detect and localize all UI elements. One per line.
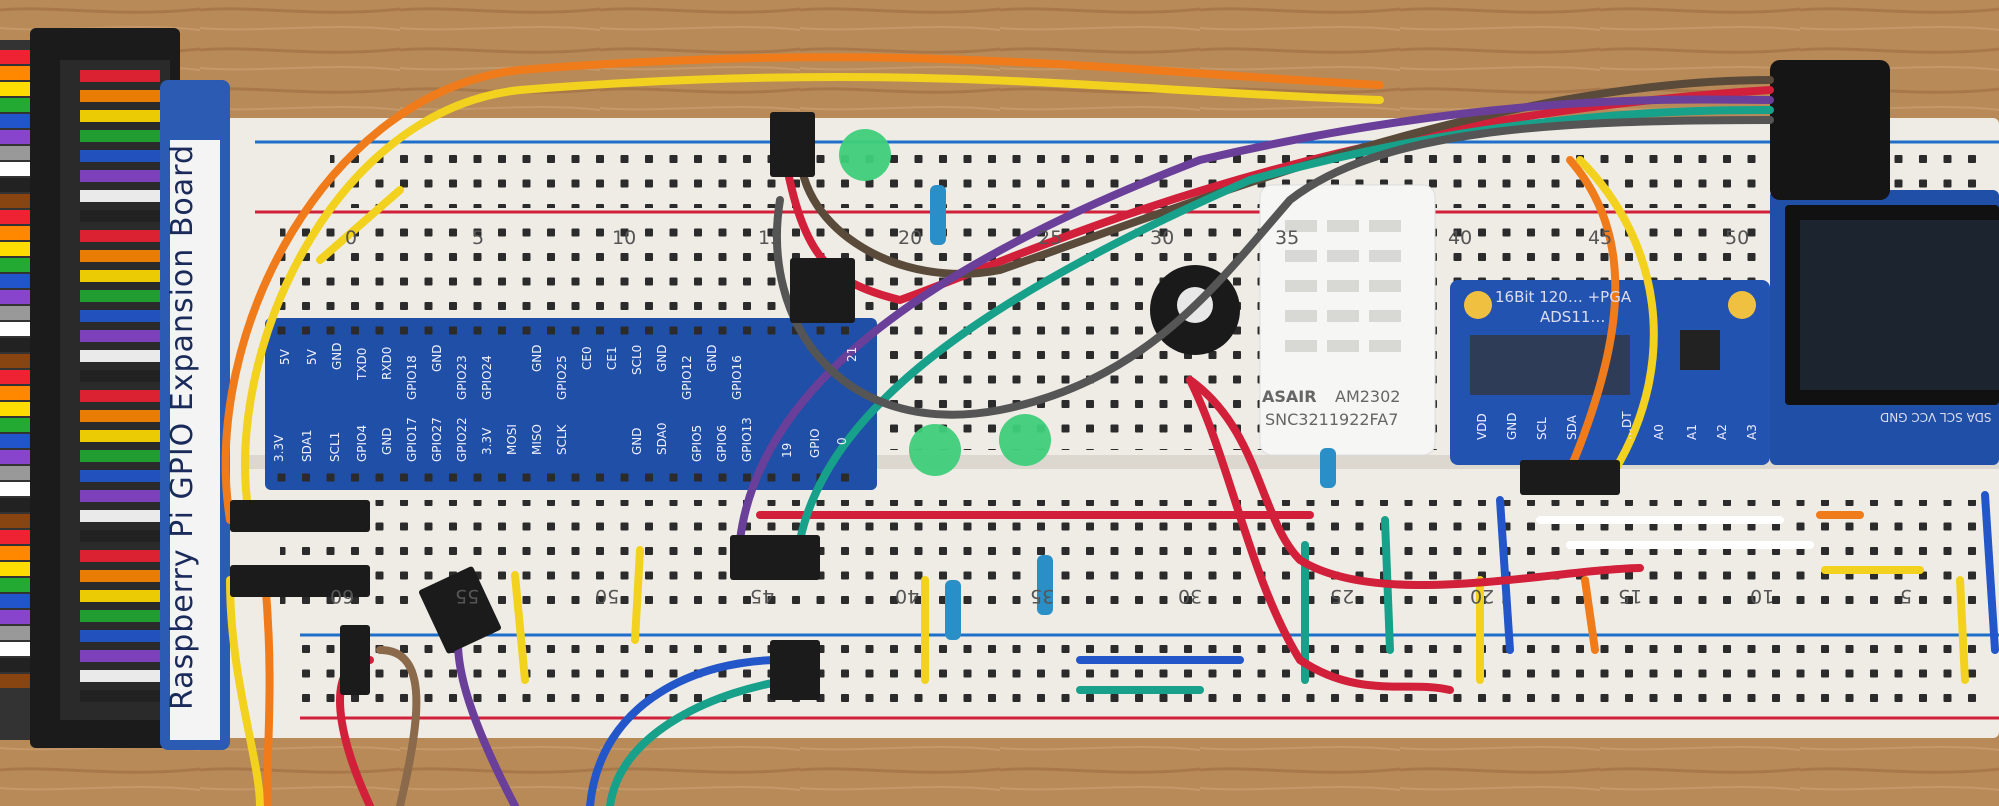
column-number: 25 — [1330, 585, 1355, 607]
adc-pin: A1 — [1685, 424, 1699, 440]
column-number: 15 — [1618, 585, 1643, 607]
column-number: 35 — [1275, 227, 1300, 249]
adc-line1: 16Bit 120… +PGA — [1495, 288, 1632, 306]
sensor-serial: SNC3211922FA7 — [1265, 410, 1399, 429]
pin-label: 3.3V — [480, 427, 494, 455]
pin-label: GPIO22 — [455, 417, 469, 462]
pin-label: SCL0 — [630, 344, 644, 375]
pin-label: 5V — [278, 349, 292, 365]
column-number: 5 — [1900, 585, 1913, 607]
oled-pin-labels: SDA SCL VCC GND — [1880, 410, 1992, 424]
pin-label: GPIO18 — [405, 355, 419, 400]
pin-label: RXD0 — [380, 346, 394, 380]
column-number: 55 — [455, 585, 480, 607]
gpio-header-pcb — [265, 318, 877, 490]
pin-label: GPIO24 — [480, 355, 494, 400]
column-number: 40 — [1448, 227, 1473, 249]
sensor-model: AM2302 — [1335, 387, 1401, 406]
column-number: 45 — [750, 585, 775, 607]
expansion-board-title: Raspberry Pi GPIO Expansion Board — [165, 144, 200, 710]
pin-label: TXD0 — [355, 347, 369, 380]
pin-label: SDA1 — [300, 429, 314, 463]
pin-label: 19 — [780, 442, 794, 458]
column-number: 20 — [1470, 585, 1495, 607]
pin-label: 3.3V — [272, 434, 286, 462]
adc-line2: ADS11… — [1540, 308, 1606, 326]
column-number: 20 — [898, 227, 923, 249]
pin-label: GND — [530, 344, 544, 372]
column-number: 15 — [758, 227, 783, 249]
pin-label: GND — [330, 342, 344, 370]
gpio-header-pins-top — [270, 325, 860, 350]
pin-label: GPIO4 — [355, 424, 369, 462]
jumper-wires — [316, 186, 1999, 694]
dht-grille — [1285, 220, 1401, 352]
pin-label: GND — [655, 344, 669, 372]
adc-pin: GND — [1505, 412, 1519, 440]
column-number: 50 — [1725, 227, 1750, 249]
column-number: 50 — [595, 585, 620, 607]
pin-label: 21 — [845, 346, 859, 362]
pin-label: GPIO23 — [455, 355, 469, 400]
cable-clip — [1770, 60, 1890, 200]
pin-label: GPIO17 — [405, 417, 419, 462]
column-number: 10 — [1750, 585, 1775, 607]
gpio-header-pins-bottom — [270, 465, 860, 487]
pin-label: GPIO — [808, 428, 822, 458]
column-number: 25 — [1038, 227, 1063, 249]
column-number: 35 — [1030, 585, 1055, 607]
pin-label: MOSI — [505, 424, 519, 455]
pin-label: GND — [630, 427, 644, 455]
adc-pin: VDD — [1475, 413, 1489, 440]
column-number: 5 — [472, 227, 485, 249]
pin-label: GPIO13 — [740, 417, 754, 462]
sensor-brand: ASAIR — [1262, 387, 1317, 406]
rail-holes-bottom — [300, 645, 1990, 710]
pin-label: GPIO25 — [555, 355, 569, 400]
column-number: 60 — [330, 585, 355, 607]
pin-label: GPIO6 — [715, 424, 729, 462]
pin-label: MISO — [530, 424, 544, 455]
led-green-2 — [909, 424, 961, 476]
column-number: 10 — [612, 227, 637, 249]
adc-pin: SCL — [1535, 417, 1549, 440]
adc-pin: A2 — [1715, 424, 1729, 440]
pin-label: SCL1 — [328, 431, 342, 462]
adc-pin: A0 — [1652, 424, 1666, 440]
column-number: 30 — [1150, 227, 1175, 249]
pin-label: GND — [380, 427, 394, 455]
led-green-1 — [839, 129, 891, 181]
pin-label: GND — [430, 344, 444, 372]
pin-label: 5V — [305, 349, 319, 365]
dupont-connectors — [230, 112, 1620, 700]
column-number: 40 — [895, 585, 920, 607]
pin-label: GPIO5 — [690, 424, 704, 462]
column-number: 45 — [1588, 227, 1613, 249]
column-number: 0 — [345, 227, 358, 249]
adc-pin: SDA — [1565, 415, 1579, 440]
pin-label: SDA0 — [655, 422, 669, 456]
adc-pin: A3 — [1745, 424, 1759, 440]
expansion-label-plate — [170, 140, 220, 740]
connector-stripes — [80, 70, 160, 702]
pin-label: CE0 — [580, 346, 594, 370]
pin-label: GPIO27 — [430, 417, 444, 462]
flying-wires — [221, 53, 1774, 806]
pin-label: GND — [705, 344, 719, 372]
pin-label: GPIO12 — [680, 355, 694, 400]
resistors — [930, 185, 1336, 640]
led-green-3 — [999, 414, 1051, 466]
column-number: 30 — [1178, 585, 1203, 607]
pin-label: 0 — [835, 437, 849, 445]
pin-label: SCLK — [555, 424, 569, 455]
pin-label: CE1 — [605, 346, 619, 370]
adc-pin: …DT — [1620, 411, 1634, 440]
pin-label: GPIO16 — [730, 355, 744, 400]
